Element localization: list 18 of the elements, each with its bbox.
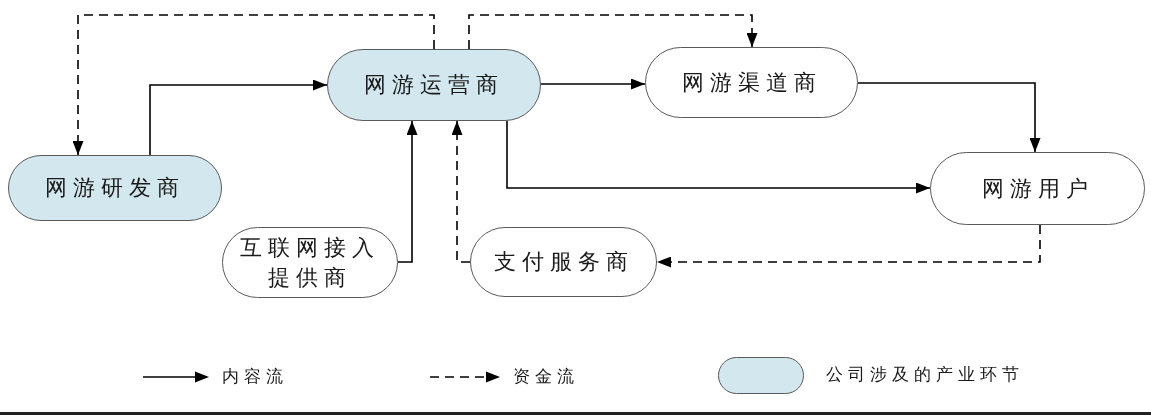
legend-label: 公司涉及的产业环节	[826, 364, 1024, 386]
arrow	[506, 120, 931, 194]
legend-label: 资金流	[513, 366, 579, 388]
rounded-box: 网游运营商	[327, 49, 541, 121]
rounded-box: 网游渠道商	[645, 47, 858, 118]
arrow	[540, 78, 646, 90]
legend-label: 内容流	[222, 366, 288, 388]
arrow	[397, 120, 418, 263]
rounded-box: 互联网接入提供商	[222, 227, 398, 298]
arrow	[857, 82, 1041, 153]
dashed-arrow	[451, 120, 471, 263]
arrow	[149, 79, 328, 156]
dashed-arrow	[72, 14, 435, 156]
dashed-arrow	[656, 224, 1041, 268]
dashed-arrow	[468, 14, 758, 50]
rounded-box: 支付服务商	[470, 227, 657, 297]
rounded-box: 网游研发商	[8, 155, 222, 221]
rounded-box: 网游用户	[930, 152, 1145, 225]
